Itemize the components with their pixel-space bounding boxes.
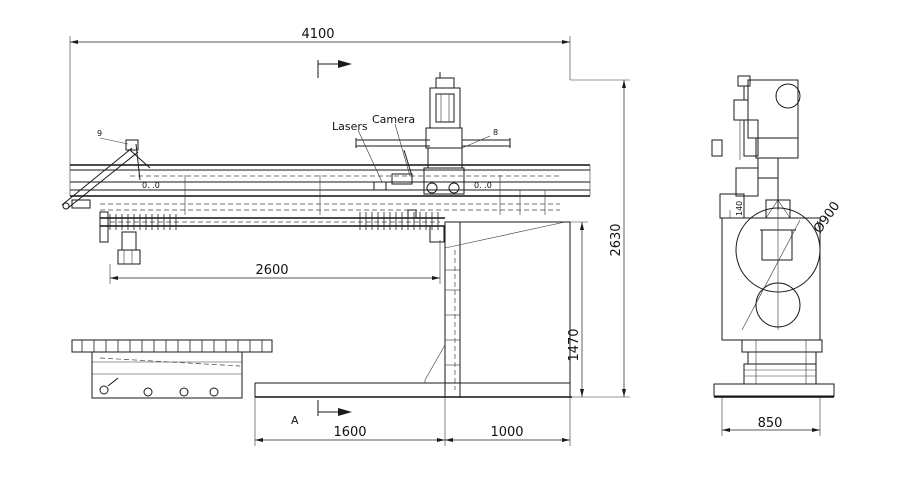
dim-label-2600: 2600 — [255, 263, 288, 278]
dim-column-height: 1470 — [567, 221, 588, 397]
view-arrow-top — [317, 60, 352, 78]
marker-left: 0. .0 — [142, 181, 160, 190]
dim-label-140: 140 — [735, 201, 744, 216]
base — [254, 380, 572, 398]
dim-base: 1600 1000 — [254, 397, 571, 446]
side-view: 140 Ø900 — [711, 75, 843, 398]
left-carriage — [117, 231, 141, 265]
column — [424, 221, 571, 398]
dim-side-width: 850 — [721, 397, 821, 436]
item-8-label: 8 — [493, 128, 498, 137]
roller-detail — [71, 339, 273, 399]
dim-label-1600: 1600 — [333, 425, 366, 440]
welding-head: 8 — [355, 72, 511, 195]
dim-total-height: 2630 — [570, 79, 630, 398]
arm-assembly: 9 — [61, 129, 151, 210]
chain-links — [109, 212, 439, 230]
item-9-label: 9 — [97, 129, 102, 138]
view-a-label: A — [291, 414, 299, 427]
dim-label-1470: 1470 — [567, 328, 582, 361]
dim-label-4100: 4100 — [301, 27, 334, 42]
camera-label: Camera — [372, 113, 415, 126]
dim-label-1000: 1000 — [490, 425, 523, 440]
lasers-label: Lasers — [332, 120, 368, 133]
chain-track — [99, 209, 445, 243]
view-arrow-a: A — [291, 400, 352, 427]
dim-overall-length: 4100 — [69, 27, 571, 165]
sensor-assembly: Lasers Camera — [332, 113, 415, 191]
main-beam: 0. .0 0. .0 — [69, 164, 591, 215]
dim-beam-travel: 2600 — [109, 240, 441, 284]
marker-right: 0. .0 — [474, 181, 492, 190]
dim-label-850: 850 — [758, 416, 783, 431]
dim-label-2630: 2630 — [609, 223, 624, 256]
